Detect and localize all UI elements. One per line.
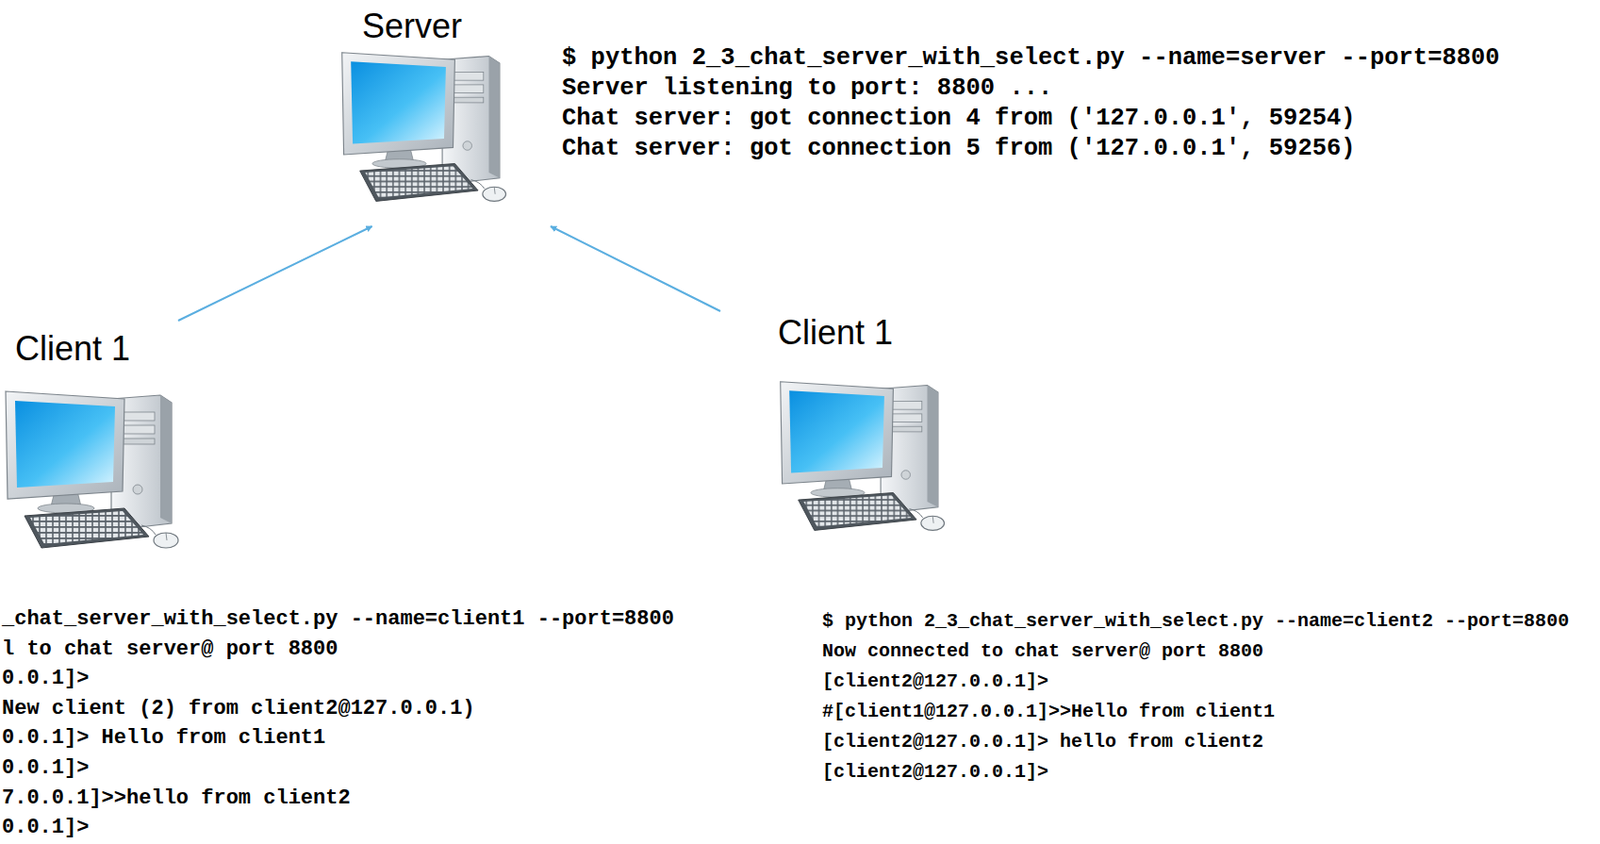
- terminal-line: 0.0.1]>: [1, 753, 89, 784]
- computer-label: Server: [362, 7, 462, 46]
- terminal-line: 0.0.1]>: [1, 663, 89, 694]
- terminal-line: [client2@127.0.0.1]> hello from client2: [822, 726, 1264, 758]
- terminal-line: _chat_server_with_select.py --name=clien…: [1, 604, 675, 635]
- connection-arrow: [550, 226, 721, 312]
- client-computer: [780, 381, 945, 531]
- computer-label: Client 1: [15, 329, 131, 368]
- terminal-line: Server listening to port: 8800 ...: [561, 73, 1053, 104]
- terminal-line: [client2@127.0.0.1]>: [822, 757, 1049, 788]
- terminal-line: $ python 2_3_chat_server_with_select.py …: [561, 43, 1501, 74]
- terminal-line: 0.0.1]> Hello from client1: [1, 723, 326, 754]
- terminal-line: 7.0.0.1]>>hello from client2: [1, 783, 351, 814]
- computer-node: Client 1: [716, 311, 955, 526]
- terminal-line: #[client1@127.0.0.1]>>Hello from client1: [822, 696, 1275, 727]
- terminal-line: $ python 2_3_chat_server_with_select.py …: [822, 606, 1569, 637]
- terminal-line: Chat server: got connection 5 from ('127…: [561, 133, 1356, 165]
- terminal-line: [client2@127.0.0.1]>: [822, 666, 1049, 697]
- terminal-line: Chat server: got connection 4 from ('127…: [561, 103, 1356, 134]
- terminal-line: New client (2) from client2@127.0.0.1): [1, 693, 476, 725]
- computer-node: Server: [336, 7, 559, 227]
- server-computer: [342, 52, 507, 202]
- client-computer: [5, 391, 179, 548]
- terminal-line: l to chat server@ port 8800: [1, 634, 338, 665]
- terminal-line: 0.0.1]>: [1, 812, 89, 843]
- computer-label: Client 1: [777, 313, 893, 352]
- terminal-line: Now connected to chat server@ port 8800: [822, 636, 1264, 667]
- connection-arrow: [178, 226, 373, 321]
- computer-node: Client 1: [0, 320, 189, 572]
